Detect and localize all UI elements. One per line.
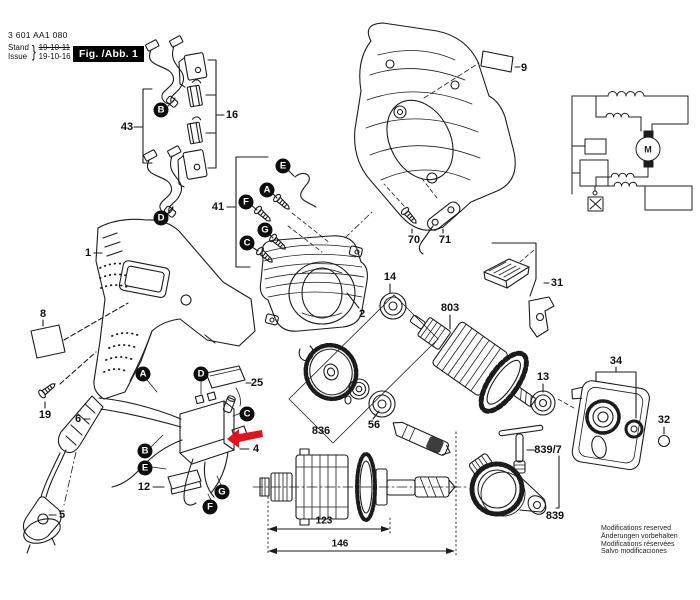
bearing-14-art (379, 283, 407, 320)
drawing-header: 3 601 AA1 080 Stand Issue } 19-10-11 19-… (8, 30, 71, 62)
notice-line-fr: Modifications réservées (601, 540, 675, 548)
part-label-8: 8 (39, 308, 47, 320)
stator-art (259, 211, 373, 332)
part-label-71: 71 (438, 234, 452, 246)
callout-B: B (137, 443, 153, 459)
drill-housing-left-art (93, 218, 256, 400)
part-label-70: 70 (407, 234, 421, 246)
callout-E: E (275, 158, 291, 174)
figure-badge: Fig. /Abb. 1 (73, 46, 144, 62)
screw-19-art (36, 351, 97, 409)
stand-date: 19-10-11 (38, 43, 71, 52)
part-label-6: 6 (74, 413, 82, 425)
part-label-14: 14 (383, 271, 397, 283)
chuck-art (468, 424, 560, 517)
part-label-16: 16 (225, 109, 239, 121)
callout-E: E (137, 460, 153, 476)
revision-block: Stand Issue } 19-10-11 19-10-16 (8, 42, 71, 62)
stand-label: Stand (8, 43, 29, 52)
selector-parts-art (483, 242, 555, 338)
notice-line-en: Modifications reserved (601, 525, 672, 532)
part-label-32: 32 (657, 414, 671, 426)
issue-label: Issue (8, 52, 28, 61)
callout-A: A (135, 366, 151, 382)
part-label-43: 43 (120, 121, 134, 133)
part-label-9: 9 (520, 62, 528, 74)
callout-F: F (202, 499, 218, 515)
notice-line-es: Salvo modificaciones (601, 548, 667, 556)
brush-set-art (177, 52, 225, 188)
nameplate-9-art (423, 50, 521, 99)
cord-plug-art (22, 395, 104, 554)
part-label-12: 12 (137, 481, 151, 493)
notice-line-de: Änderungen vorbehalten (601, 532, 678, 540)
callout-D: D (193, 366, 209, 382)
armature-art (409, 314, 536, 414)
dimension-label-123: 123 (315, 515, 333, 527)
ball-32-art (657, 426, 671, 448)
part-label-839/7: 839/7 (534, 444, 562, 456)
motor-label: M (644, 145, 652, 155)
callout-D: D (153, 210, 169, 226)
circuit-schematic-art (571, 91, 693, 212)
part-label-56: 56 (367, 419, 381, 431)
drill-housing-right-art (354, 22, 516, 255)
part-label-13: 13 (536, 371, 550, 383)
dimension-drawing-art (252, 431, 470, 556)
screw-70-art (383, 183, 420, 234)
brush-wire-d-art (142, 144, 183, 219)
part-label-1: 1 (84, 247, 92, 259)
part-label-2: 2 (358, 308, 366, 320)
part-label-803: 803 (440, 302, 460, 314)
part-label-4: 4 (252, 443, 260, 455)
plate-8-art (30, 302, 129, 359)
issue-date: 19-10-16 (38, 52, 71, 61)
red-arrow (227, 429, 263, 448)
callout-A: A (259, 182, 275, 198)
callout-F: F (238, 194, 254, 210)
brace: } (31, 42, 36, 61)
part-label-836: 836 (311, 425, 331, 437)
modifications-notice: Modifications reserved Änderungen vorbeh… (601, 525, 678, 556)
bearing-13-art (530, 383, 556, 416)
part-label-41: 41 (211, 201, 225, 213)
fastener-set-art (226, 156, 331, 268)
gear-train-art (288, 294, 451, 456)
callout-G: G (214, 484, 230, 500)
clamp-71-art (419, 175, 461, 234)
bearing-flange-34-art (555, 366, 650, 471)
dimension-label-146: 146 (331, 538, 349, 550)
part-label-31: 31 (550, 277, 564, 289)
callout-G: G (257, 222, 273, 238)
brush-wire-b-art (144, 34, 185, 109)
bracket-43-art (133, 88, 153, 164)
part-label-19: 19 (38, 409, 52, 421)
callout-C: C (239, 235, 255, 251)
callout-C: C (239, 406, 255, 422)
callout-B: B (153, 102, 169, 118)
part-label-34: 34 (609, 355, 623, 367)
part-label-25: 25 (250, 377, 264, 389)
type-number: 3 601 AA1 080 (8, 30, 68, 40)
switch-assembly-art (98, 365, 252, 506)
part-label-839: 839 (545, 510, 565, 522)
part-label-5: 5 (58, 509, 66, 521)
